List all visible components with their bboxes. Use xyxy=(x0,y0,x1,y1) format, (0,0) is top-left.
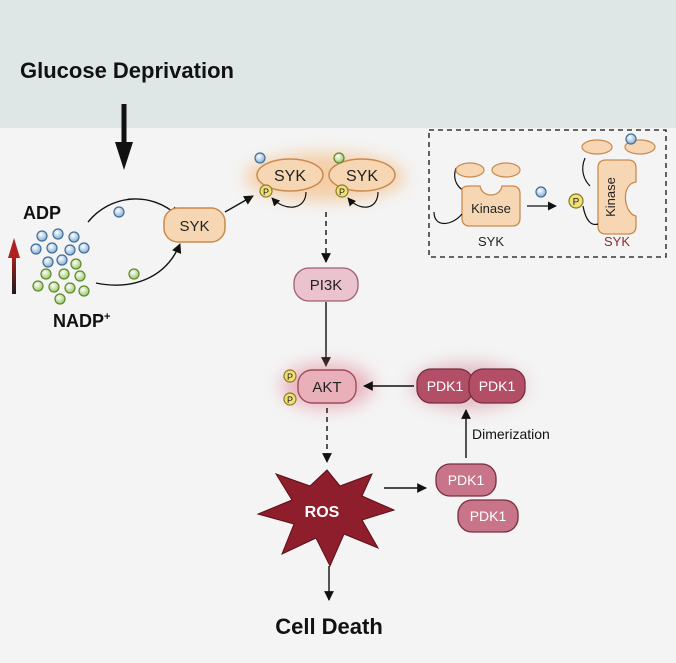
pdk1-dimer-right-label: PDK1 xyxy=(479,378,516,394)
inset-left-kinase xyxy=(461,185,521,227)
inset-left-kinase-label: Kinase xyxy=(471,201,511,216)
pdk1-monomer-bottom xyxy=(457,499,519,533)
adp-molecules xyxy=(30,228,90,268)
header-band xyxy=(0,0,676,128)
akt-node-label: AKT xyxy=(312,379,341,396)
increase-arrowhead xyxy=(8,238,20,258)
akt-phospho-bottom xyxy=(283,392,297,406)
inset-right-syk-label: SYK xyxy=(604,234,630,249)
akt-node xyxy=(297,369,357,404)
ros-label: ROS xyxy=(305,504,340,521)
inset-border xyxy=(428,129,667,258)
pdk1-monomer-bottom-label: PDK1 xyxy=(470,508,507,524)
inset-right-kinase-label: Kinase xyxy=(603,177,618,217)
inset-right-sh2-a xyxy=(581,139,613,155)
syk-phospho-left xyxy=(259,184,273,198)
nadp-label: NADP+ xyxy=(53,311,110,331)
dimerization-label: Dimerization xyxy=(472,426,550,442)
pdk1-monomer-top-label: PDK1 xyxy=(448,472,485,488)
syk-phospho-right-label: P xyxy=(339,187,345,197)
inset-right-bound-molecule xyxy=(625,133,637,145)
inset-right-phospho-label: P xyxy=(573,197,580,208)
syk-bound-nadp xyxy=(333,152,345,164)
syk-bound-adp xyxy=(254,152,266,164)
nadp-to-syk-arrow xyxy=(95,243,182,286)
syk-autophos-left xyxy=(271,191,307,208)
syk-autophos-right xyxy=(347,191,379,208)
inset-right-tail xyxy=(582,205,599,226)
syk-dimer-right xyxy=(328,158,396,192)
akt-phospho-bottom-label: P xyxy=(287,395,293,405)
cell-death-label: Cell Death xyxy=(275,614,383,639)
nadp-molecule-carried xyxy=(128,268,140,280)
inset-right-linker xyxy=(582,157,591,187)
pi3k-node-label: PI3K xyxy=(310,277,343,294)
syk-phospho-left-label: P xyxy=(263,187,269,197)
syk-dimer-left-label: SYK xyxy=(274,168,306,185)
inset-left-sh2-b xyxy=(491,162,521,178)
inset-panel: Kinase SYK Kinase P SYK xyxy=(428,129,667,258)
increase-arrow xyxy=(12,254,16,294)
akt-phospho-top xyxy=(283,369,297,383)
inset-left-tail xyxy=(433,211,463,225)
inset-left-syk-label: SYK xyxy=(478,234,504,249)
inset-right-phospho xyxy=(568,193,584,209)
pdk1-dimer-left-label: PDK1 xyxy=(427,378,464,394)
adp-molecule-carried xyxy=(113,206,125,218)
pdk1-monomer-top xyxy=(435,463,497,497)
pi3k-node xyxy=(293,267,359,302)
adp-label: ADP xyxy=(23,203,61,223)
adp-to-syk-arrow xyxy=(87,198,179,223)
header-title: Glucose Deprivation xyxy=(20,58,234,83)
pdk1-dimer-right xyxy=(468,368,526,404)
nadp-molecules xyxy=(32,258,90,305)
syk-dimer-right-label: SYK xyxy=(346,168,378,185)
ros-burst xyxy=(256,469,396,568)
syk-node xyxy=(163,207,226,243)
inset-left-sh2-a xyxy=(455,162,485,178)
syk-node-label: SYK xyxy=(179,218,209,235)
syk-phospho-right xyxy=(335,184,349,198)
inset-right-kinase xyxy=(597,159,637,235)
syk-to-dimer-arrow xyxy=(224,195,254,213)
inset-molecule xyxy=(535,186,547,198)
akt-phospho-top-label: P xyxy=(287,372,293,382)
glucose-deprivation-arrowhead xyxy=(115,142,133,170)
syk-dimer-left xyxy=(256,158,324,192)
